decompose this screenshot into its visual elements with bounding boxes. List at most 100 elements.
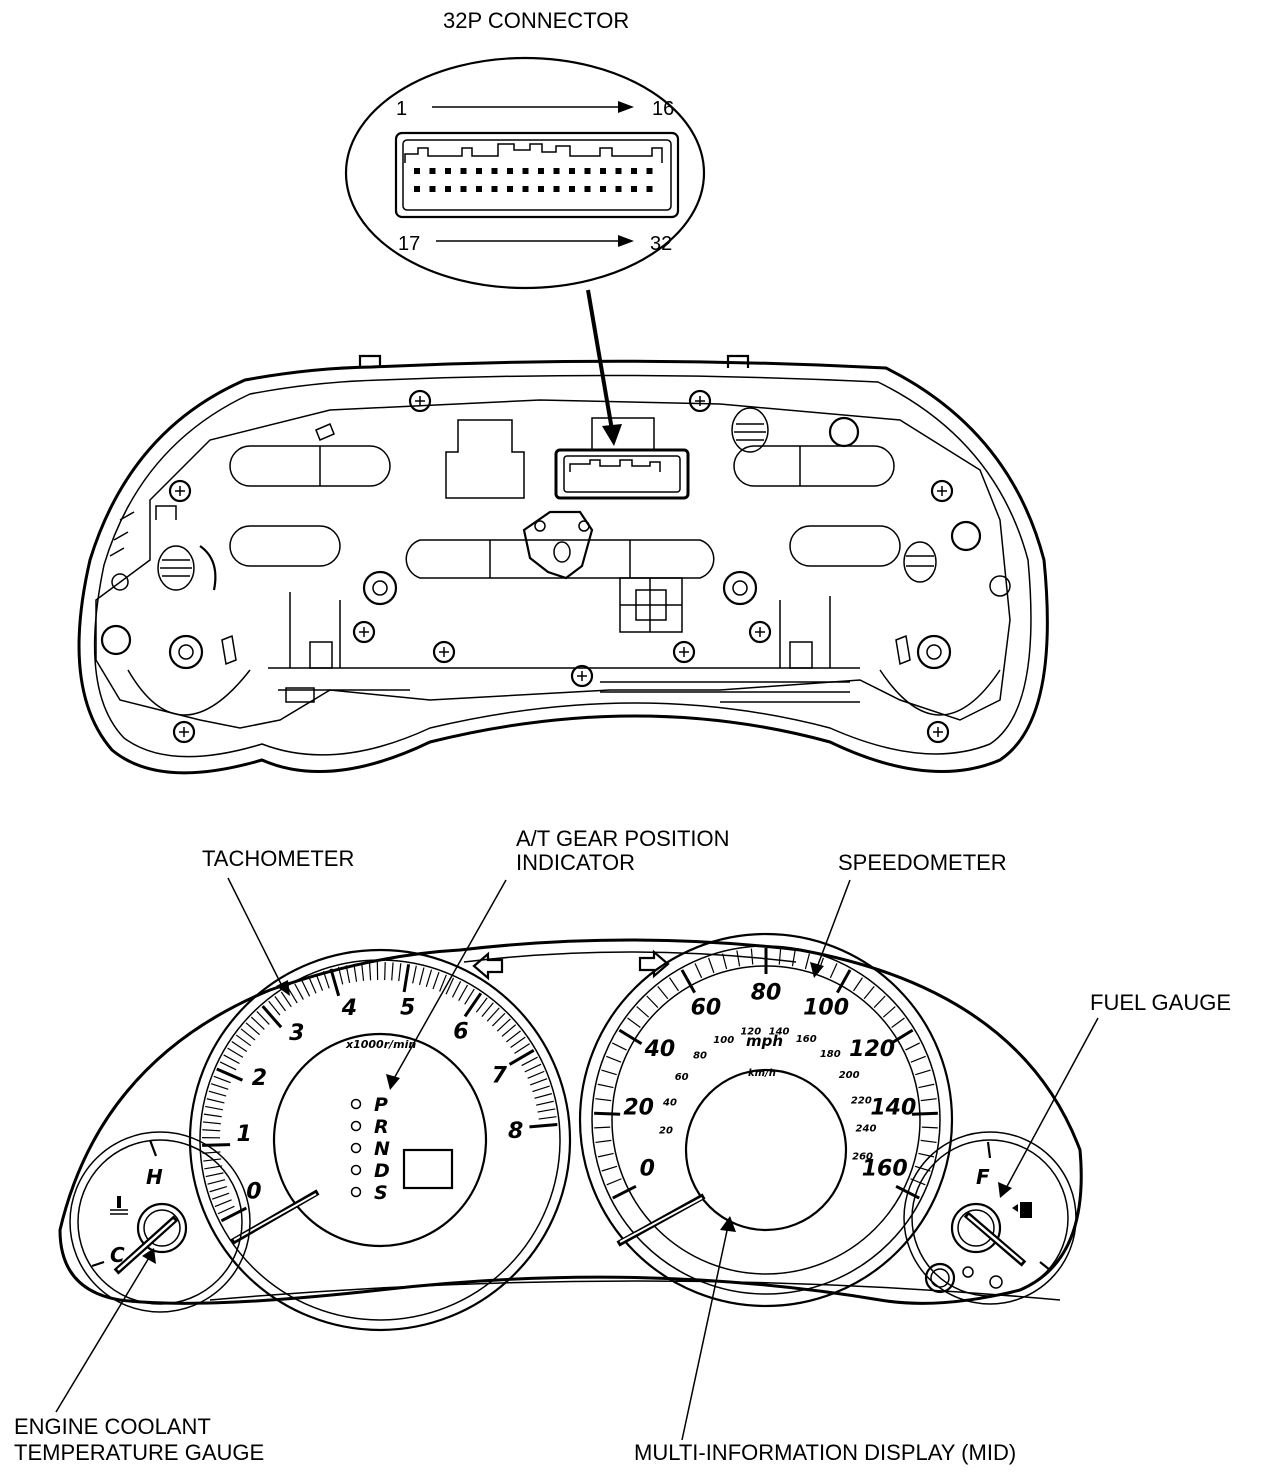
- tachometer-display-window: [402, 1148, 454, 1190]
- pin-32-label: 32: [650, 233, 672, 255]
- gauge-tick: [235, 1034, 252, 1047]
- gauge-tick: [636, 1006, 650, 1018]
- gauge-tick: [537, 1108, 556, 1113]
- fuel-gauge: F: [903, 1131, 1077, 1305]
- gauge-number: 7: [492, 1063, 508, 1088]
- connector-pin: [460, 168, 467, 174]
- connector-pin: [553, 186, 560, 192]
- gauge-tick: [213, 1075, 231, 1084]
- connector-title: 32P CONNECTOR: [443, 8, 629, 33]
- gauge-tick: [287, 987, 298, 1004]
- mid-display: [684, 1068, 848, 1232]
- gauge-tick: [205, 1172, 224, 1178]
- gear-position-letter: S: [374, 1182, 388, 1204]
- connector-pin-rows: [414, 168, 653, 192]
- gauge-tick: [506, 1030, 521, 1043]
- gauge-tick: [882, 1006, 896, 1018]
- connector-pin: [476, 186, 482, 192]
- gauge-number: 40: [662, 1098, 677, 1109]
- gauge-tick: [207, 1179, 226, 1185]
- connector-pin: [538, 186, 544, 192]
- gauge-tick: [208, 1090, 227, 1097]
- gauge-tick: [534, 1093, 553, 1099]
- gauge-tick: [530, 1078, 548, 1086]
- gauge-tick: [853, 977, 863, 992]
- gauge-tick: [451, 981, 462, 998]
- gauge-tick: [463, 992, 483, 1018]
- connector-pin: [491, 186, 498, 192]
- gauge-tick: [210, 1083, 229, 1090]
- connector-pin: [615, 186, 622, 192]
- gauge-number: 0: [640, 1157, 655, 1182]
- screw-icon: [570, 664, 594, 688]
- connector-pin: [522, 168, 529, 174]
- gauge-tick: [329, 968, 341, 997]
- gauge-tick: [594, 1111, 621, 1116]
- temp-hot-marker: H: [146, 1165, 163, 1189]
- gauge-tick: [211, 1192, 230, 1200]
- gauge-tick: [345, 965, 351, 984]
- gauge-tick: [464, 988, 475, 1005]
- gauge-tick: [202, 1121, 221, 1125]
- gauge-tick: [606, 1178, 622, 1186]
- connector-pin: [460, 186, 467, 192]
- gauge-number: 4: [341, 996, 357, 1021]
- gauge-number: 180: [820, 1049, 841, 1060]
- gauge-tick: [721, 953, 728, 970]
- gauge-tick: [829, 963, 838, 979]
- coolant-gauge-label-line2: TEMPERATURE GAUGE: [14, 1440, 264, 1465]
- connector-pin: [584, 186, 591, 192]
- screw-icon: [408, 389, 432, 413]
- connector-pin: [569, 186, 575, 192]
- gauge-tick: [905, 1042, 921, 1051]
- gauge-tick: [521, 1056, 538, 1067]
- gauge-number: 260: [852, 1151, 873, 1162]
- mounting-boss-icon: [362, 570, 398, 606]
- speedometer-mph-unit: mph: [746, 1032, 783, 1050]
- gauge-number: 60: [675, 1072, 689, 1083]
- screw-icon: [926, 720, 950, 744]
- gear-position-letter: D: [374, 1160, 390, 1182]
- gauge-tick: [337, 966, 344, 985]
- gauge-number: 20: [623, 1095, 654, 1120]
- warning-light-icon: [962, 1266, 974, 1278]
- gauge-tick: [611, 1042, 627, 1051]
- screw-icon: [672, 640, 696, 664]
- gauge-tick: [368, 962, 372, 981]
- gauge-tick: [911, 1111, 938, 1116]
- gauge-tick: [439, 974, 447, 992]
- gauge-tick: [223, 1054, 240, 1065]
- gauge-tick: [627, 1017, 641, 1028]
- gauge-tick: [240, 1028, 256, 1041]
- connector-pin: [584, 168, 591, 174]
- coolant-gauge-label-line1: ENGINE COOLANT: [14, 1414, 211, 1439]
- gauge-number: 20: [659, 1126, 673, 1137]
- connector-pin: [631, 168, 637, 174]
- gauge-tick: [496, 1018, 511, 1032]
- gauge-tick: [804, 953, 811, 970]
- gauge-tick: [301, 979, 311, 997]
- speedometer-kmh-unit: km/h: [748, 1068, 776, 1079]
- gauge-tick: [836, 969, 852, 994]
- gauge-tick: [231, 1040, 248, 1052]
- gauge-tick: [203, 1158, 222, 1162]
- pin-16-label: 16: [652, 98, 674, 120]
- gauge-tick: [491, 1012, 506, 1027]
- tachometer-label: TACHOMETER: [202, 846, 354, 871]
- gauge-tick: [256, 1011, 270, 1025]
- connector-pin: [429, 186, 436, 192]
- gauge-tick: [361, 962, 365, 981]
- gauge-tick: [527, 1070, 545, 1079]
- gauge-tick: [612, 1184, 637, 1200]
- gauge-tick: [694, 963, 703, 979]
- gauge-number: 120: [740, 1027, 761, 1038]
- connector-callout-oval: [344, 56, 706, 290]
- cluster-front-housing: [58, 938, 1083, 1305]
- gauge-number: 1: [237, 1122, 252, 1147]
- mounting-boss-icon: [168, 634, 204, 670]
